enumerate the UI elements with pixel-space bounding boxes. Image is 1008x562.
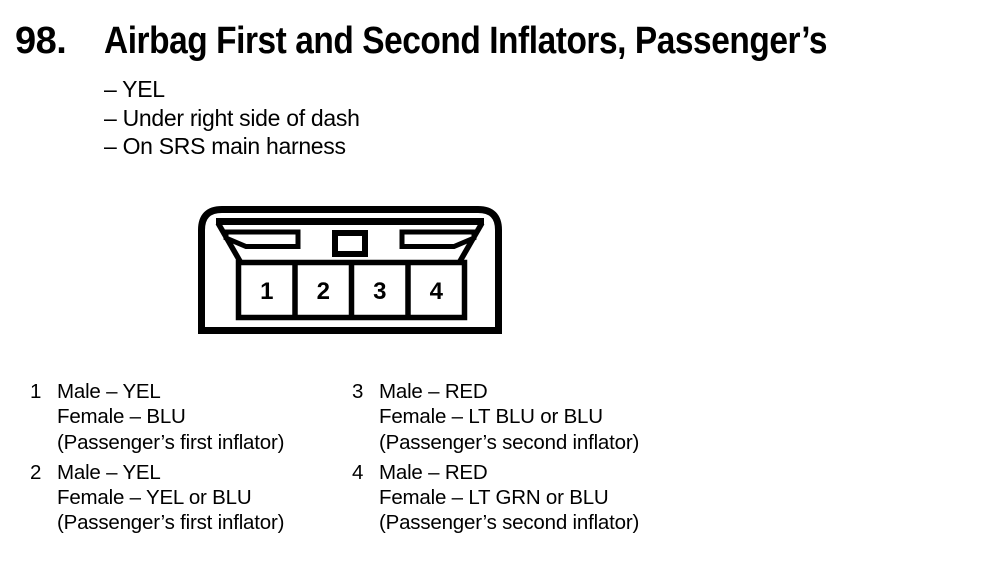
page-title: Airbag First and Second Inflators, Passe… (104, 20, 828, 62)
female-wire-color: Female – YEL or BLU (57, 486, 252, 510)
male-wire-color: Male – YEL (57, 380, 161, 403)
shroud-bevel-left (215, 221, 244, 265)
pin-number: 3 (352, 380, 364, 403)
female-wire-color: Female – LT GRN or BLU (379, 486, 609, 510)
pin-legend-item: 3 Male – RED Female – LT BLU or BLU (Pas… (352, 379, 639, 455)
pin-legend-item: 1 Male – YEL Female – BLU (Passenger’s f… (30, 379, 284, 455)
shroud-bevel-right (456, 221, 485, 265)
item-number: 98. (15, 20, 67, 62)
female-wire-color: Female – LT BLU or BLU (379, 405, 603, 429)
note-line: – Under right side of dash (104, 104, 360, 131)
pin-legend-item: 2 Male – YEL Female – YEL or BLU (Passen… (30, 460, 284, 536)
pin-legend-column-left: 1 Male – YEL Female – BLU (Passenger’s f… (30, 379, 284, 541)
pin-number-label: 1 (260, 278, 273, 305)
pin-location: (Passenger’s second inflator) (379, 511, 640, 535)
note-line: – YEL (104, 76, 165, 102)
pin-number-label: 3 (373, 278, 386, 305)
female-wire-color: Female – BLU (57, 405, 186, 429)
pin-number-label: 4 (430, 278, 444, 305)
male-wire-color: Male – YEL (57, 460, 161, 484)
connector-diagram: 1 2 3 4 (198, 206, 502, 334)
pin-number-label: 2 (317, 278, 330, 305)
note-line: – On SRS main harness (104, 133, 346, 159)
pin-number: 2 (30, 460, 42, 484)
pin-legend-item: 4 Male – RED Female – LT GRN or BLU (Pas… (352, 460, 639, 536)
keyway-center (332, 230, 368, 257)
pin-number: 4 (352, 460, 364, 484)
male-wire-color: Male – RED (379, 380, 488, 403)
pin-location: (Passenger’s second inflator) (379, 430, 640, 454)
keyway-slot-left (223, 229, 301, 249)
pin-number: 1 (30, 380, 42, 403)
pin-location: (Passenger’s first inflator) (57, 430, 285, 454)
pin-legend-column-right: 3 Male – RED Female – LT BLU or BLU (Pas… (352, 379, 639, 541)
pin-location: (Passenger’s first inflator) (57, 511, 285, 535)
male-wire-color: Male – RED (379, 460, 488, 484)
keyway-slot-right (399, 229, 477, 249)
connector-notes: – YEL – Under right side of dash – On SR… (104, 75, 360, 161)
